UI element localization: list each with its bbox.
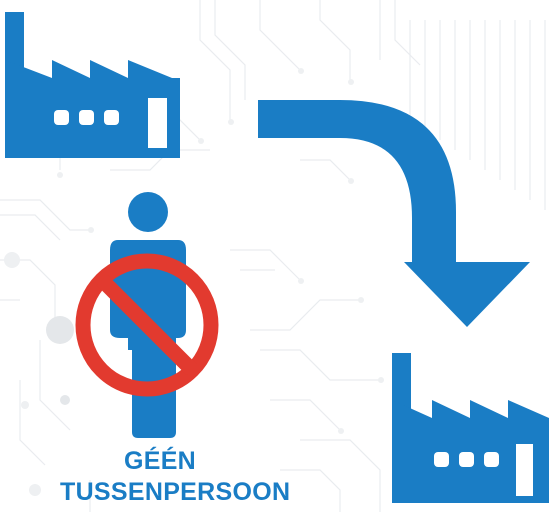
person-icon [110, 192, 186, 438]
caption-line-2: TUSSENPERSOON [60, 478, 291, 506]
source-factory-icon [5, 12, 180, 158]
no-intermediary-caption: GÉÉN TUSSENPERSOON [60, 446, 291, 508]
caption-line-1: GÉÉN [123, 447, 197, 475]
destination-factory-icon [392, 353, 549, 503]
prohibition-sign-icon [75, 253, 219, 397]
curved-arrow-icon [258, 100, 530, 327]
